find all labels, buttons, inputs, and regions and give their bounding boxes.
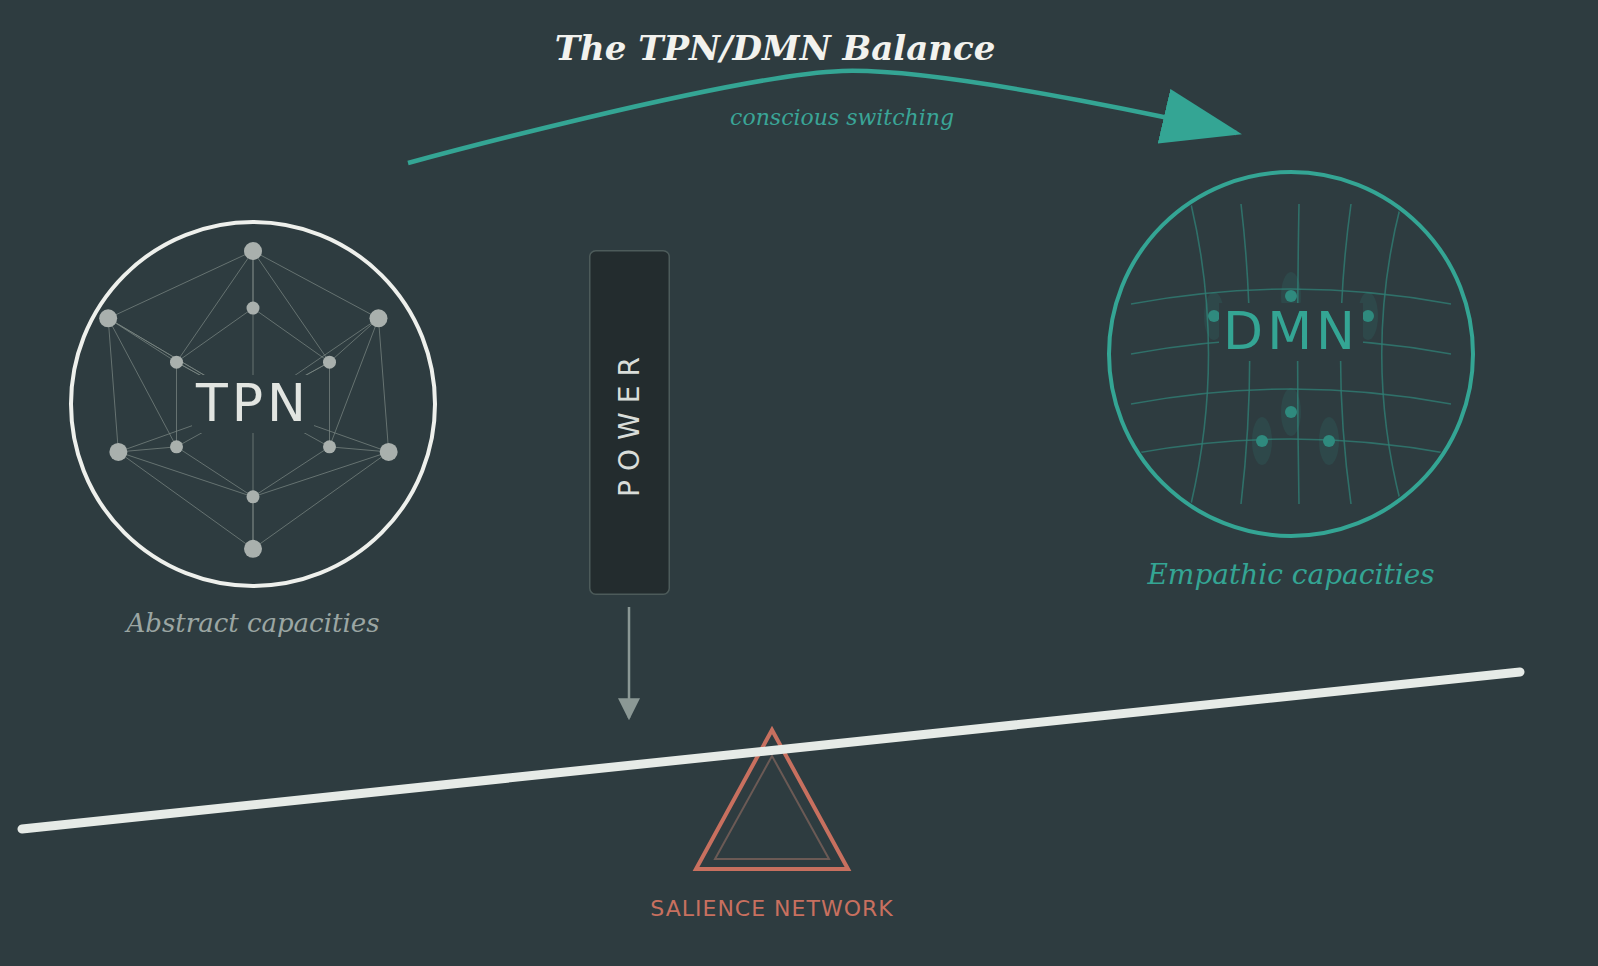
glow — [1319, 417, 1339, 465]
network-dot — [323, 356, 336, 369]
network-line — [108, 251, 253, 318]
power-box — [590, 251, 670, 595]
field-line — [1382, 204, 1401, 504]
network-line — [177, 362, 330, 447]
fulcrum-inner — [715, 756, 829, 859]
network-dot — [323, 440, 336, 453]
edge-label: conscious switching — [730, 105, 954, 130]
field-line — [1131, 289, 1451, 304]
network-dot — [170, 356, 183, 369]
network-line — [329, 362, 330, 447]
network-line — [177, 308, 254, 362]
network-line — [118, 452, 253, 497]
network-name: DMN — [1219, 303, 1363, 360]
field-dot — [1323, 435, 1335, 447]
salience-fulcrum: SALIENCE NETWORK — [690, 726, 854, 874]
network-line — [253, 251, 330, 362]
network-dot — [170, 440, 183, 453]
field-lines — [1131, 204, 1451, 504]
network-line — [108, 318, 176, 447]
dmn-circle — [1109, 172, 1473, 536]
network-line — [253, 447, 330, 497]
fulcrum-outer — [696, 730, 848, 869]
network-line — [253, 251, 378, 318]
tpn-circle — [71, 222, 435, 586]
network-dot — [99, 309, 117, 327]
network-line — [108, 318, 118, 452]
network-line — [378, 318, 388, 452]
network-dot — [109, 443, 127, 461]
field-line — [1131, 439, 1451, 454]
glow — [1252, 417, 1272, 465]
capacity-label: Empathic capacities — [1147, 558, 1434, 591]
field-dot — [1256, 435, 1268, 447]
dmn-network: DMNEmpathic capacities — [1108, 171, 1474, 537]
network-line — [253, 308, 330, 362]
network-line — [177, 251, 254, 362]
diagram-title: The TPN/DMN Balance — [555, 28, 996, 68]
network-dot — [380, 443, 398, 461]
network-name: TPN — [192, 375, 314, 432]
network-line — [177, 362, 330, 447]
field-dot — [1362, 310, 1374, 322]
network-line — [253, 452, 389, 497]
tpn-network: TPNAbstract capacities — [70, 221, 436, 587]
power-bar: POWER — [589, 250, 670, 595]
network-line — [330, 318, 379, 362]
network-line — [253, 452, 389, 549]
power-label: POWER — [613, 348, 646, 497]
network-lines — [108, 251, 389, 549]
field-line — [1191, 204, 1209, 504]
capacity-label: Abstract capacities — [127, 608, 380, 638]
network-line — [176, 362, 177, 447]
network-line — [118, 452, 253, 549]
field-dot — [1285, 406, 1297, 418]
node-shape — [690, 726, 854, 874]
field-dot — [1285, 290, 1297, 302]
network-dot — [247, 490, 260, 503]
network-dot — [247, 302, 260, 315]
network-line — [330, 318, 379, 447]
network-dot — [244, 242, 262, 260]
seesaw-beam — [22, 672, 1520, 829]
network-label: SALIENCE NETWORK — [650, 896, 893, 921]
switching-arrow — [408, 71, 1236, 163]
glow — [1281, 388, 1301, 436]
network-dot — [369, 309, 387, 327]
network-dot — [244, 540, 262, 558]
network-line — [177, 447, 254, 497]
power-arrow — [628, 607, 631, 718]
